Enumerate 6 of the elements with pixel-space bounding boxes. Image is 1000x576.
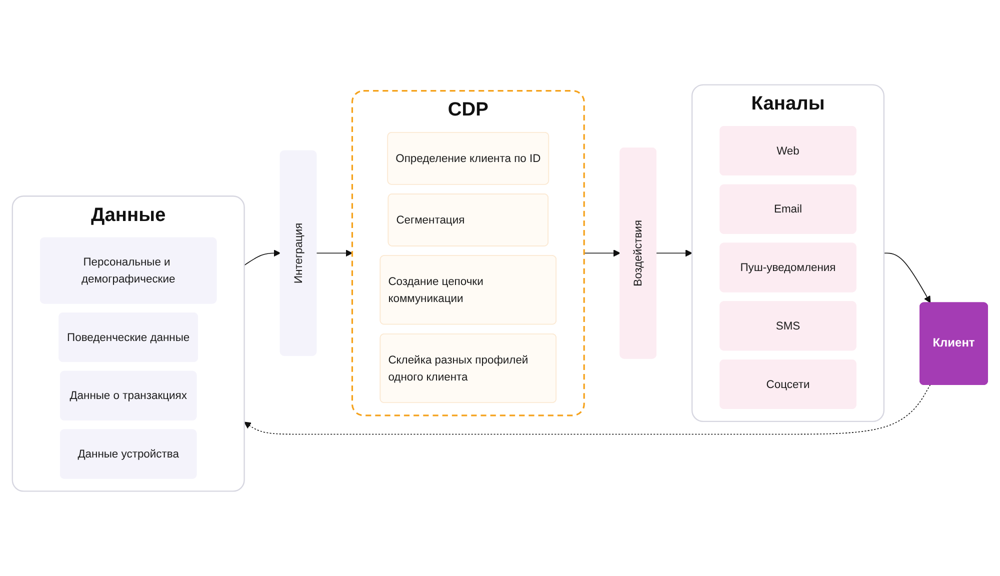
arrow	[244, 384, 931, 435]
arrow	[656, 250, 692, 257]
arrow	[884, 252, 931, 303]
arrow	[316, 250, 353, 257]
arrow	[244, 250, 281, 266]
arrow	[584, 250, 620, 257]
